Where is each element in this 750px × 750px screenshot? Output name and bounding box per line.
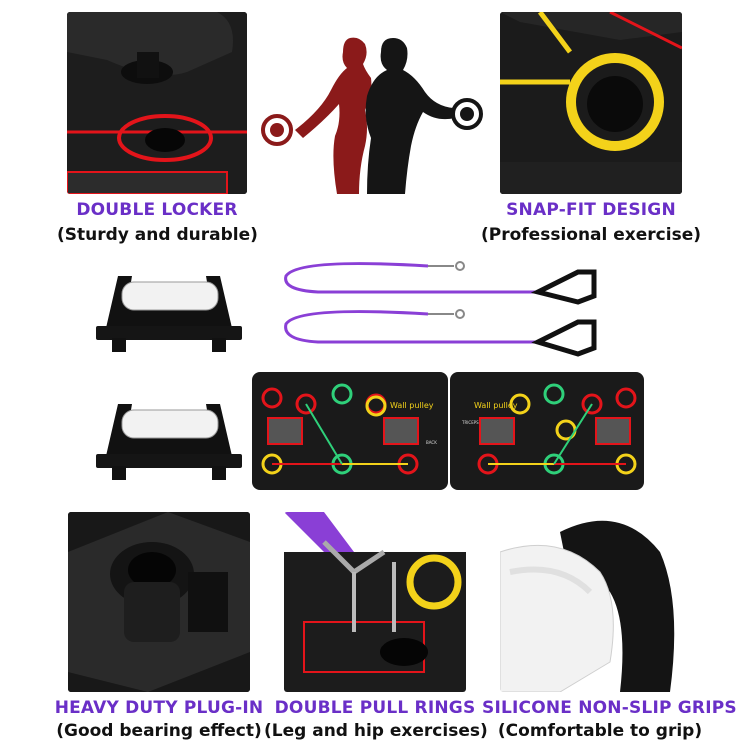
board-label-right: Wall pulley bbox=[474, 401, 518, 410]
pushup-handle-top bbox=[96, 268, 242, 354]
caption-pull-rings-title: DOUBLE PULL RINGS bbox=[274, 698, 476, 718]
resistance-bands bbox=[278, 256, 604, 366]
photo-heavy-duty-plug bbox=[68, 512, 250, 692]
caption-silicone-title: SILICONE NON-SLIP GRIPS bbox=[482, 698, 737, 718]
fitness-couple-silhouette bbox=[255, 18, 495, 196]
caption-heavy-duty-title: HEAVY DUTY PLUG-IN bbox=[54, 698, 264, 718]
board-label-left: Wall pulley bbox=[390, 401, 434, 410]
photo-double-pull-rings bbox=[284, 512, 466, 692]
caption-silicone-subtitle: (Comfortable to grip) bbox=[497, 721, 703, 741]
photo-silicone-grips bbox=[500, 512, 682, 692]
board-tag-triceps: TRICEPS bbox=[461, 420, 479, 425]
caption-pull-rings-subtitle: (Leg and hip exercises) bbox=[264, 721, 488, 741]
caption-double-locker-title: DOUBLE LOCKER bbox=[76, 200, 238, 220]
caption-snap-fit-subtitle: (Professional exercise) bbox=[480, 225, 701, 245]
caption-heavy-duty-subtitle: (Good bearing effect) bbox=[56, 721, 262, 741]
photo-double-locker bbox=[67, 12, 247, 194]
pushup-board: Wall pulley Wall pulley TRICEPS BACK bbox=[252, 372, 644, 490]
photo-snap-fit bbox=[500, 12, 682, 194]
pushup-handle-bottom bbox=[96, 396, 242, 482]
board-tag-back: BACK bbox=[426, 440, 437, 445]
caption-snap-fit-title: SNAP-FIT DESIGN bbox=[506, 200, 676, 220]
caption-double-locker-subtitle: (Sturdy and durable) bbox=[57, 225, 258, 245]
